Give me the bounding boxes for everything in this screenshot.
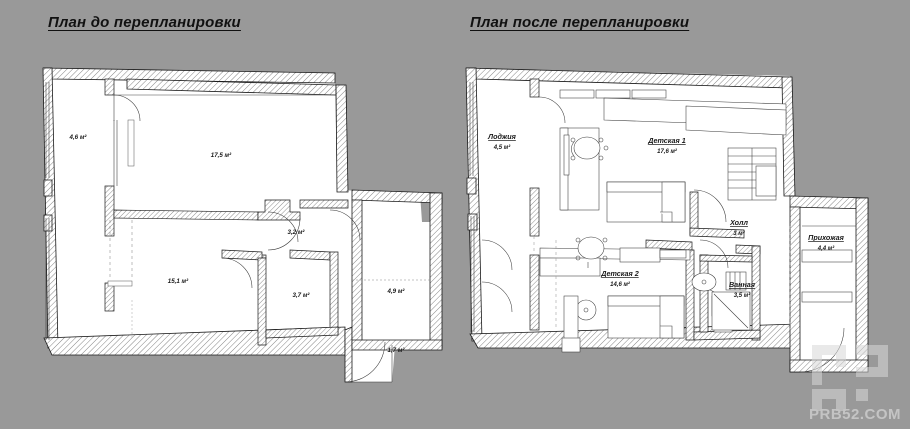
plan-after-labels: Лоджия 4,5 м² Детская 1 17,6 м² Детская … xyxy=(487,132,844,299)
room-area-label: 14,6 м² xyxy=(610,281,631,288)
plan-title-after: План после перепланировки xyxy=(470,14,690,31)
plan-before-floor xyxy=(43,68,441,382)
room-label: Холл xyxy=(729,218,748,227)
plan-before-partitions xyxy=(104,78,349,346)
room-area-label: 17,6 м² xyxy=(657,148,678,155)
area-label: 3,7 м² xyxy=(293,292,311,299)
room-area-label: 4,5 м² xyxy=(493,144,511,151)
area-label: 17,5 м² xyxy=(211,152,232,159)
plan-title-before: План до перепланировки xyxy=(48,14,241,31)
plan-before-details xyxy=(45,82,430,383)
room-label: Лоджия xyxy=(487,132,516,141)
room-label: Ванная xyxy=(729,280,756,289)
room-area-label: 3 м² xyxy=(733,230,745,237)
plan-before-walls xyxy=(42,67,443,383)
room-label: Детская 1 xyxy=(647,136,685,145)
plan-before-labels: 4,6 м² 17,5 м² 15,1 м² 3,2 м² 3,7 м² 4,9… xyxy=(69,134,406,354)
room-label: Прихожая xyxy=(808,233,844,242)
area-label: 3,2 м² xyxy=(288,229,306,236)
room-label: Детская 2 xyxy=(600,269,638,278)
area-label: 15,1 м² xyxy=(168,278,189,285)
area-label: 4,9 м² xyxy=(387,288,406,295)
room-area-label: 3,5 м² xyxy=(734,292,751,299)
area-label: 4,6 м² xyxy=(69,134,88,141)
area-label: 1,7 м² xyxy=(388,347,406,354)
room-area-label: 4,4 м² xyxy=(817,245,835,252)
plan-after-details xyxy=(469,82,856,373)
